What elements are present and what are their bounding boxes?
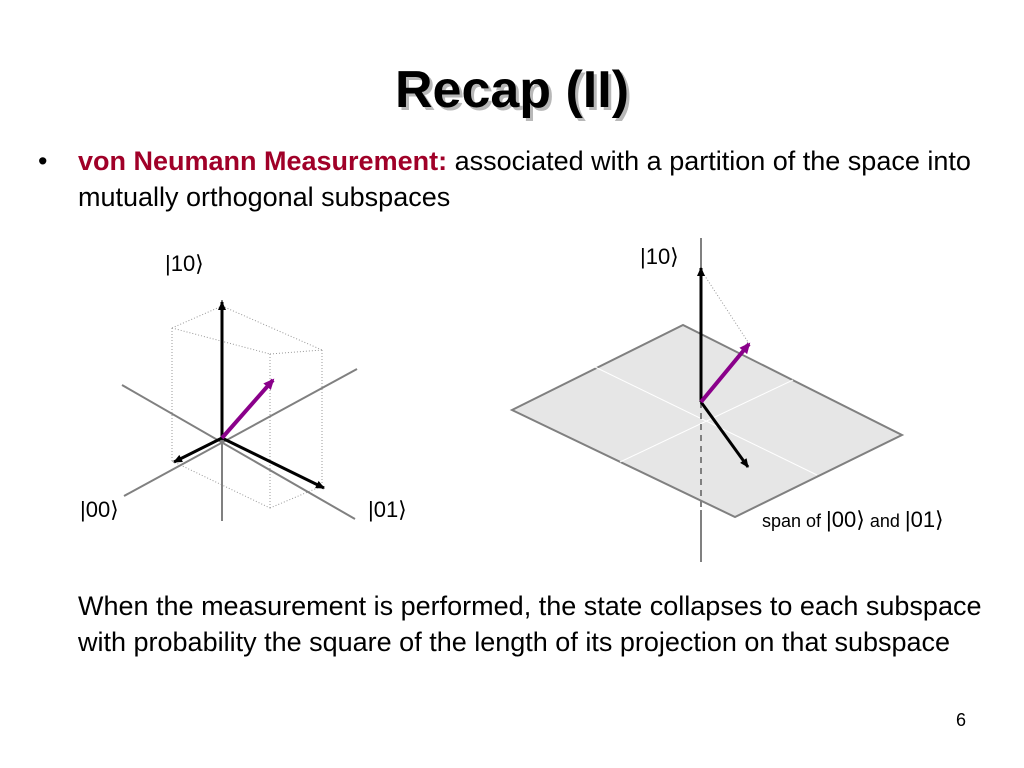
right-label-10: |10⟩ [640, 244, 679, 269]
page-number: 6 [955, 710, 966, 730]
state-vector-right [699, 342, 751, 404]
span-ket-00: |00⟩ [826, 507, 865, 532]
left-label-01: |01⟩ [368, 497, 407, 522]
span-ket-01: |01⟩ [905, 507, 944, 532]
explanation-text: When the measurement is performed, the s… [78, 591, 982, 657]
bullet-marker: • [38, 146, 48, 176]
basis-arrow-00 [173, 436, 223, 464]
slide-title: Recap (II) [394, 61, 630, 119]
span-label: span of |00⟩ and |01⟩ [762, 507, 944, 532]
projection-box [171, 305, 323, 509]
plane-grid [594, 366, 818, 476]
right-diagram: |10⟩ span of |00⟩ and |01⟩ [509, 238, 944, 562]
bullet-term: von Neumann Measurement: [78, 146, 448, 176]
span-and: and [865, 511, 905, 531]
projection-arrow-plane [699, 401, 750, 468]
span-prefix: span of [762, 511, 826, 531]
bullet-description: associated with a partition of the space… [78, 146, 971, 212]
left-label-10: |10⟩ [165, 251, 204, 276]
left-diagram: |10⟩ |00⟩ |01⟩ [80, 251, 407, 522]
state-vector [220, 378, 275, 440]
basis-arrow-01 [221, 436, 325, 490]
left-label-00: |00⟩ [80, 497, 119, 522]
bullet-text: von Neumann Measurement: associated with… [78, 143, 998, 215]
